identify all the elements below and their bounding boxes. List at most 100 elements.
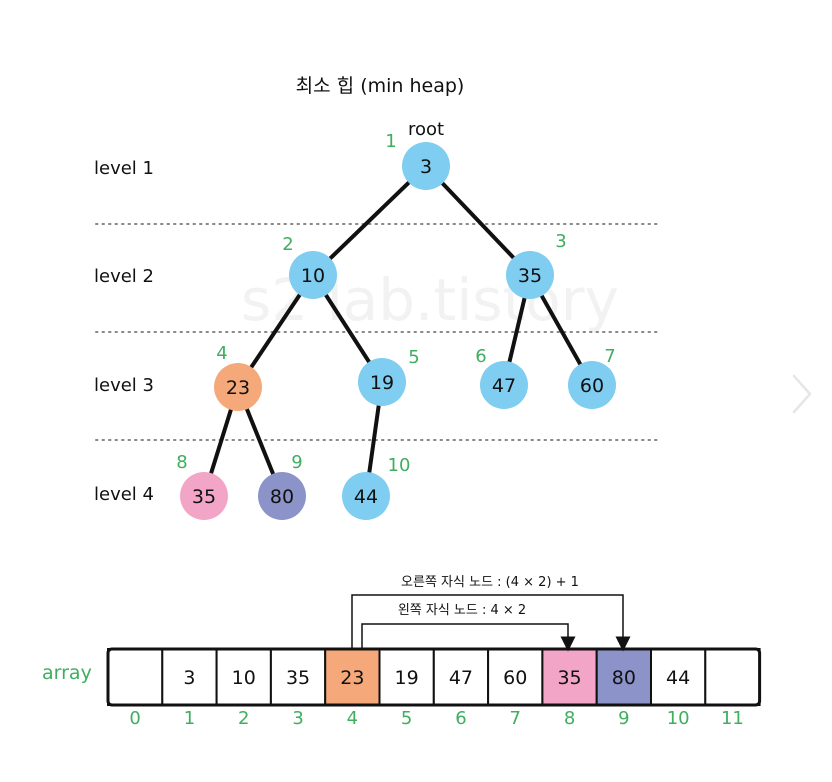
heap-node-index: 4 xyxy=(216,343,227,364)
array-cell: 23 4 xyxy=(324,648,381,729)
array-cell-box xyxy=(215,648,272,706)
heap-node-circle xyxy=(258,472,306,520)
heap-node: 31 xyxy=(385,131,450,190)
array-cell-index: 1 xyxy=(184,708,195,729)
array-cell-index: 11 xyxy=(721,708,744,729)
tree-edge xyxy=(311,164,428,277)
array-cell-value: 60 xyxy=(503,667,527,689)
array-label: array xyxy=(42,662,92,684)
level-label: level 1 xyxy=(94,158,154,179)
array-cell-index: 2 xyxy=(238,708,249,729)
array-cell-index: 5 xyxy=(401,708,412,729)
heap-node-value: 35 xyxy=(192,486,216,508)
heap-node-circle xyxy=(289,251,337,299)
array-cell: 80 9 xyxy=(595,648,653,729)
heap-node: 358 xyxy=(176,452,228,520)
array-cell-index: 9 xyxy=(618,708,629,729)
array-cell-box xyxy=(378,648,435,706)
heap-node-index: 10 xyxy=(388,455,411,476)
heap-node-value: 10 xyxy=(301,265,325,287)
right-child-arrow xyxy=(351,594,631,652)
array-cell-box xyxy=(541,648,598,706)
diagram-title: 최소 힙 (min heap) xyxy=(296,75,465,97)
level-labels: level 1 level 2 level 3 level 4 xyxy=(94,158,154,505)
heap-node-value: 44 xyxy=(354,486,378,508)
heap-node: 47 6 xyxy=(475,346,528,409)
heap-node-index: 1 xyxy=(385,131,396,152)
heap-node-circle xyxy=(358,358,406,406)
array-cell-value: 44 xyxy=(666,667,690,689)
heap-node-circle xyxy=(568,361,616,409)
heap-node-value: 60 xyxy=(580,375,604,397)
heap-node: 19 5 xyxy=(358,347,420,406)
tree-edge xyxy=(424,164,532,277)
chevron-right-icon[interactable] xyxy=(788,372,816,416)
root-label: root xyxy=(408,119,444,140)
heap-node-value: 23 xyxy=(226,377,250,399)
array-cell: 44 10 xyxy=(650,648,707,729)
array-cell-box xyxy=(324,648,381,706)
left-child-arrow-label: 왼쪽 자식 노드 : 4 × 2 xyxy=(398,603,526,618)
child-index-arrows: 오른쪽 자식 노드 : (4 × 2) + 1 왼쪽 자식 노드 : 4 × 2 xyxy=(351,575,631,652)
heap-node-circle xyxy=(506,251,554,299)
level-label: level 2 xyxy=(94,266,154,287)
array-cell-index: 8 xyxy=(564,708,575,729)
array-cell: 31 xyxy=(161,648,218,729)
array-cell: 47 6 xyxy=(432,648,490,729)
array-cell-box xyxy=(704,648,761,706)
level-label: level 4 xyxy=(94,484,154,505)
array-cell-value: 35 xyxy=(557,667,581,689)
array-cell-box xyxy=(161,648,218,706)
heap-node: 23 4 xyxy=(214,343,262,411)
heap-node-index: 6 xyxy=(475,346,486,367)
array-cell-index: 6 xyxy=(455,708,466,729)
right-child-arrow-label: 오른쪽 자식 노드 : (4 × 2) + 1 xyxy=(401,575,579,590)
heap-node-value: 3 xyxy=(420,156,432,178)
heap-node-circle xyxy=(402,142,450,190)
array-cell-index: 10 xyxy=(667,708,690,729)
array-cell: 35 3 xyxy=(269,648,327,729)
heap-node: 10 2 xyxy=(282,234,337,299)
array-cell-value: 19 xyxy=(395,667,419,689)
array-cell-box xyxy=(107,648,164,706)
array-cell-value: 23 xyxy=(340,667,364,689)
array-cell: 19 5 xyxy=(378,648,435,729)
array-cell: 60 7 xyxy=(487,648,544,729)
heap-node-index: 5 xyxy=(408,347,419,368)
heap-node-value: 35 xyxy=(518,265,542,287)
heap-node: 80 9 xyxy=(258,452,306,520)
array-outline xyxy=(106,647,762,707)
heap-node-value: 80 xyxy=(270,486,294,508)
heap-node-index: 8 xyxy=(176,452,187,473)
array-cell-value: 35 xyxy=(286,667,310,689)
heap-node-circle xyxy=(214,363,262,411)
array-cell-index: 4 xyxy=(347,708,358,729)
heap-node-index: 3 xyxy=(555,231,566,252)
left-child-arrow xyxy=(361,623,576,652)
array-cell-value: 47 xyxy=(449,667,473,689)
heap-node-index: 9 xyxy=(291,452,302,473)
array-cell-index: 0 xyxy=(129,708,140,729)
array-cell-index: 3 xyxy=(292,708,303,729)
heap-node-value: 47 xyxy=(492,375,516,397)
array-cell-value: 80 xyxy=(612,667,636,689)
heap-node-value: 19 xyxy=(370,372,394,394)
heap-node: 35 3 xyxy=(506,231,567,299)
heap-node: 607 xyxy=(568,346,616,409)
array-cell-index: 7 xyxy=(510,708,521,729)
array-cell: 11 xyxy=(704,648,761,729)
array-cell: 35 8 xyxy=(541,648,598,729)
level-label: level 3 xyxy=(94,375,154,396)
heap-node-index: 2 xyxy=(282,234,293,255)
heap-node-circle xyxy=(480,361,528,409)
heap-node-circle xyxy=(180,472,228,520)
heap-node: 44 10 xyxy=(342,455,410,520)
heap-node-circle xyxy=(342,472,390,520)
array-cell-value: 3 xyxy=(183,667,195,689)
array-cell-value: 10 xyxy=(232,667,256,689)
heap-node-index: 7 xyxy=(604,346,615,367)
array-cell: 10 2 xyxy=(215,648,272,729)
